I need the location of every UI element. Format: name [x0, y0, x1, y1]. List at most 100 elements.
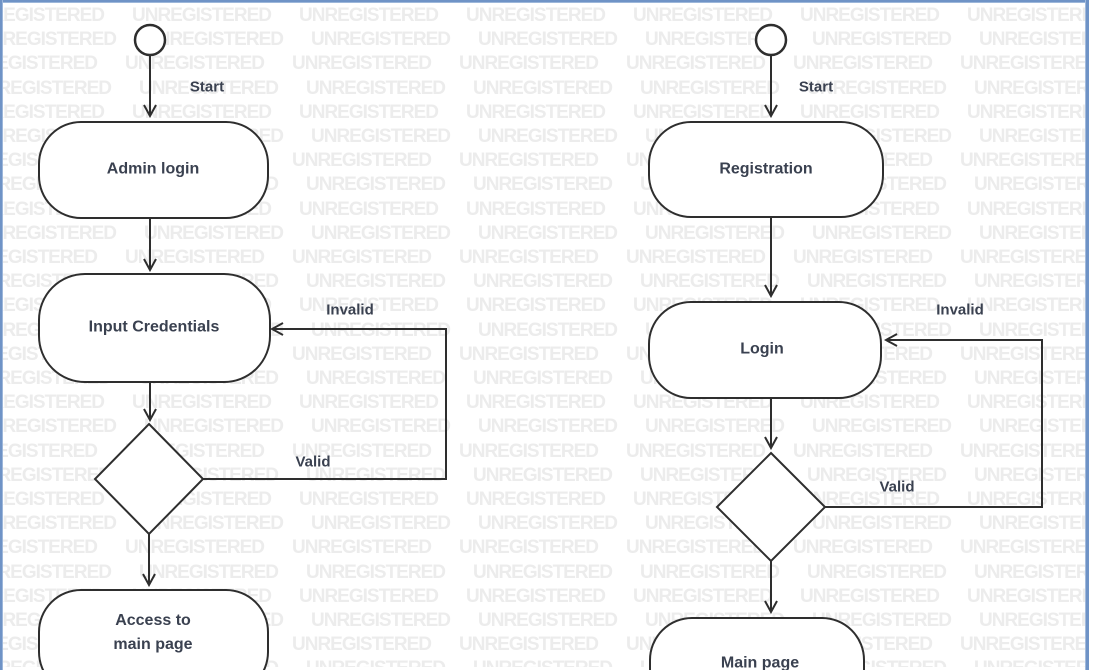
watermark-text: UNREGISTERED — [793, 53, 933, 75]
watermark-text: UNREGISTERED — [974, 368, 1085, 389]
watermark-text: UNREGISTERED — [459, 247, 599, 268]
watermark-text: UNREGISTERED — [979, 513, 1085, 535]
watermark-text: UNREGISTERED — [3, 489, 105, 510]
watermark-text: UNREGISTERED — [311, 29, 451, 51]
watermark-text: UNREGISTERED — [974, 659, 1085, 667]
watermark-text: UNREGISTERED — [125, 53, 265, 75]
watermark-text: UNREGISTERED — [292, 247, 432, 268]
selection-border-right — [1085, 0, 1089, 670]
watermark-text: UNREGISTERED — [466, 489, 606, 510]
watermark-text: UNREGISTERED — [3, 513, 117, 535]
invalid-label-left: Invalid — [326, 301, 374, 319]
watermark-text: UNREGISTERED — [979, 126, 1085, 147]
watermark-text: UNREGISTERED — [292, 53, 432, 75]
watermark-text: UNREGISTERED — [967, 295, 1085, 317]
watermark-text: UNREGISTERED — [306, 271, 446, 293]
watermark-text: UNREGISTERED — [125, 537, 265, 559]
watermark-text: UNREGISTERED — [299, 101, 439, 123]
watermark-text: UNREGISTERED — [974, 174, 1085, 196]
watermark-text: UNREGISTERED — [299, 198, 439, 220]
watermark-text: UNREGISTERED — [466, 5, 606, 26]
watermark-text: UNREGISTERED — [473, 77, 613, 99]
watermark-text: UNREGISTERED — [306, 368, 446, 389]
node-login — [648, 301, 882, 399]
watermark-text: UNREGISTERED — [473, 271, 613, 293]
watermark-text: UNREGISTERED — [311, 319, 451, 341]
start-node-left — [133, 23, 167, 57]
watermark-text: UNREGISTERED — [812, 29, 952, 51]
watermark-text: UNREGISTERED — [645, 416, 785, 438]
watermark-text: UNREGISTERED — [292, 150, 432, 172]
node-registration — [648, 121, 884, 218]
watermark-text: UNREGISTERED — [132, 101, 272, 123]
watermark-text: UNREGISTERED — [645, 222, 785, 244]
watermark-text: UNREGISTERED — [3, 392, 105, 414]
watermark-text: UNREGISTERED — [967, 585, 1085, 607]
edge-invalid-loop-left — [203, 329, 447, 480]
watermark-text: UNREGISTERED — [974, 271, 1085, 293]
watermark-text: UNREGISTERED — [960, 343, 1085, 365]
watermark-text: UNREGISTERED — [292, 440, 432, 462]
watermark-text: UNREGISTERED — [299, 489, 439, 510]
start-node-right — [754, 23, 788, 57]
watermark-text: UNREGISTERED — [478, 513, 618, 535]
watermark-text: UNREGISTERED — [3, 247, 98, 268]
watermark-text: UNREGISTERED — [633, 585, 773, 607]
watermark-text: UNREGISTERED — [974, 561, 1085, 583]
watermark-text: UNREGISTERED — [979, 610, 1085, 631]
watermark-text: UNREGISTERED — [125, 247, 265, 268]
watermark-text: UNREGISTERED — [144, 416, 284, 438]
watermark-text: UNREGISTERED — [139, 561, 279, 583]
access-main-page-label: Access to main page — [113, 612, 193, 653]
input-credentials-label: Input Credentials — [88, 318, 220, 336]
invalid-label-right: Invalid — [936, 301, 984, 319]
watermark-text: UNREGISTERED — [292, 634, 432, 656]
watermark-text: UNREGISTERED — [807, 464, 947, 486]
watermark-text: UNREGISTERED — [626, 247, 766, 268]
watermark-text: UNREGISTERED — [473, 561, 613, 583]
watermark-text: UNREGISTERED — [974, 464, 1085, 486]
watermark-text: UNREGISTERED — [311, 610, 451, 631]
watermark-text: UNREGISTERED — [812, 416, 952, 438]
watermark-text: UNREGISTERED — [311, 126, 451, 147]
watermark-text: UNREGISTERED — [979, 416, 1085, 438]
watermark-text: UNREGISTERED — [793, 537, 933, 559]
watermark-text: UNREGISTERED — [311, 416, 451, 438]
selection-border-top — [0, 0, 1089, 3]
watermark-text: UNREGISTERED — [633, 101, 773, 123]
selection-border-left — [0, 0, 3, 670]
watermark-text: UNREGISTERED — [299, 585, 439, 607]
watermark-text: UNREGISTERED — [3, 53, 98, 75]
watermark-text: UNREGISTERED — [960, 150, 1085, 172]
watermark-text: UNREGISTERED — [640, 561, 780, 583]
watermark-text: UNREGISTERED — [3, 222, 117, 244]
watermark-text: UNREGISTERED — [800, 5, 940, 26]
watermark-text: UNREGISTERED — [459, 150, 599, 172]
admin-login-label: Admin login — [106, 160, 200, 178]
watermark-text: UNREGISTERED — [3, 29, 117, 51]
watermark-text: UNREGISTERED — [800, 101, 940, 123]
watermark-text: UNREGISTERED — [3, 101, 105, 123]
watermark-text: UNREGISTERED — [967, 5, 1085, 26]
watermark-text: UNREGISTERED — [144, 222, 284, 244]
watermark-text: UNREGISTERED — [3, 464, 112, 486]
start-label-right: Start — [798, 78, 834, 96]
watermark-text: UNREGISTERED — [967, 392, 1085, 414]
watermark-text: UNREGISTERED — [144, 29, 284, 51]
watermark-text: UNREGISTERED — [633, 5, 773, 26]
watermark-text: UNREGISTERED — [473, 659, 613, 667]
watermark-text: UNREGISTERED — [812, 513, 952, 535]
watermark-text: UNREGISTERED — [812, 222, 952, 244]
watermark-text: UNREGISTERED — [3, 5, 105, 26]
watermark-text: UNREGISTERED — [807, 659, 947, 667]
watermark-text: UNREGISTERED — [478, 610, 618, 631]
watermark-text: UNREGISTERED — [473, 464, 613, 486]
watermark-text: UNREGISTERED — [478, 126, 618, 147]
watermark-text: UNREGISTERED — [139, 77, 279, 99]
watermark-text: UNREGISTERED — [626, 440, 766, 462]
watermark-text: UNREGISTERED — [960, 247, 1085, 268]
watermark-text: UNREGISTERED — [466, 585, 606, 607]
watermark-text: UNREGISTERED — [626, 53, 766, 75]
